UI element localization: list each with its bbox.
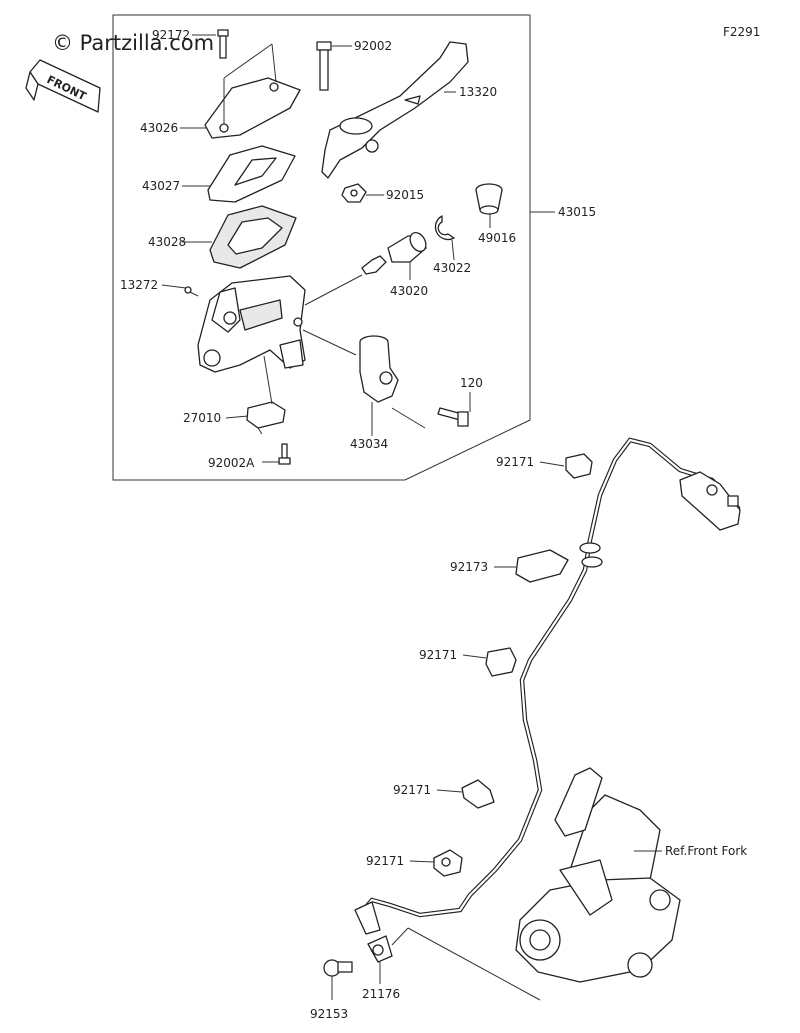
callout-13320[interactable]: 13320 — [459, 85, 497, 99]
screw-92172-part — [217, 29, 229, 59]
dust-boot-49016-part — [475, 183, 503, 215]
leader-lines-lower — [331, 461, 662, 1001]
screw-92002a-part — [278, 443, 291, 465]
front-arrow-icon: FRONT — [25, 59, 101, 113]
hose-clamp-92171-c-part — [461, 779, 495, 809]
callout-92172[interactable]: 92172 — [152, 28, 190, 42]
brake-lever-13320-part — [321, 41, 469, 179]
callout-13272[interactable]: 13272 — [120, 278, 158, 292]
diaphragm-43028-part — [209, 205, 297, 269]
clamp-43034-part — [359, 335, 399, 403]
callout-43022[interactable]: 43022 — [433, 261, 471, 275]
callout-92015[interactable]: 92015 — [386, 188, 424, 202]
brake-switch-27010-part — [246, 401, 286, 435]
brake-hose-part — [359, 437, 741, 918]
callout-49016[interactable]: 49016 — [478, 231, 516, 245]
callout-ref-front-fork[interactable]: Ref.Front Fork — [665, 844, 747, 858]
pivot-bolt-92002-part — [316, 41, 332, 91]
hose-clamp-92171-d-part — [433, 849, 463, 877]
callout-21176[interactable]: 21176 — [362, 987, 400, 1001]
bolt-120-part — [437, 407, 469, 427]
assembly-frame — [112, 14, 531, 481]
callout-92171-a[interactable]: 92171 — [496, 455, 534, 469]
sensor-bracket-21176-part — [354, 901, 393, 963]
callout-27010[interactable]: 27010 — [183, 411, 221, 425]
callout-92171-d[interactable]: 92171 — [366, 854, 404, 868]
hose-fitting-top-part — [679, 471, 741, 531]
reservoir-cap-43026-part — [204, 77, 301, 139]
callout-43020[interactable]: 43020 — [390, 284, 428, 298]
diaphragm-plate-43027-part — [207, 145, 296, 203]
callout-43034[interactable]: 43034 — [350, 437, 388, 451]
callout-92171-b[interactable]: 92171 — [419, 648, 457, 662]
figure-code: F2291 — [723, 25, 760, 39]
callout-43028[interactable]: 43028 — [148, 235, 186, 249]
callout-43026[interactable]: 43026 — [140, 121, 178, 135]
callout-92171-c[interactable]: 92171 — [393, 783, 431, 797]
callout-92173[interactable]: 92173 — [450, 560, 488, 574]
master-cylinder-body-part — [197, 275, 306, 373]
callout-43015[interactable]: 43015 — [558, 205, 596, 219]
hose-clamp-92171-b-part — [485, 647, 517, 677]
callout-92153[interactable]: 92153 — [310, 1007, 348, 1021]
callout-120[interactable]: 120 — [460, 376, 483, 390]
front-fork-part — [515, 767, 681, 983]
bolt-92153-part — [323, 959, 353, 977]
nut-92015-part — [341, 183, 367, 203]
piston-43020-part — [361, 232, 427, 275]
callout-43027[interactable]: 43027 — [142, 179, 180, 193]
hose-clamp-92171-a-part — [565, 453, 593, 479]
callout-92002a[interactable]: 92002A — [208, 456, 255, 470]
screw-13272-part — [184, 286, 199, 297]
circlip-43022-part — [434, 215, 455, 241]
leader-lines — [161, 34, 555, 463]
watermark: © Partzilla.com — [52, 31, 214, 55]
callout-92002[interactable]: 92002 — [354, 39, 392, 53]
hose-guide-92173-part — [515, 542, 603, 583]
